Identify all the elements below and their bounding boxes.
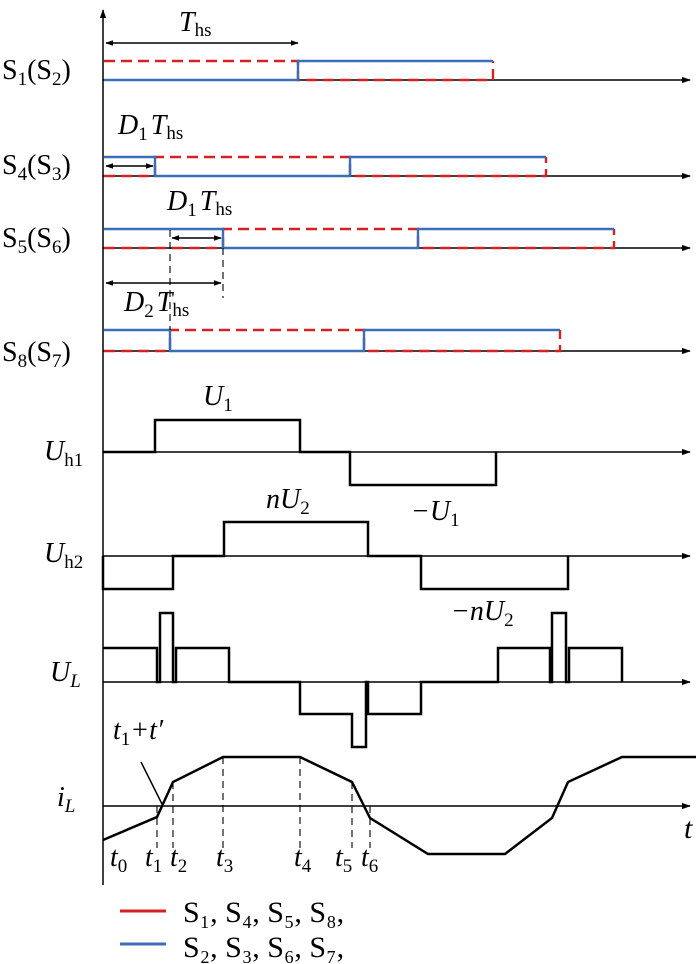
s8s7-signals [104,328,562,353]
s4s3-signals [104,155,548,178]
row-label-s8s7: S8(S7) [2,337,71,372]
row-label-il: iL [57,782,75,817]
s4s3-red-signal [104,155,548,178]
row-label-s5s6: S5(S6) [2,223,71,258]
s5s6-blue-signal [104,227,614,250]
s8s7-red-signal [104,328,562,353]
annotation-neg-u1: −U1 [411,496,460,531]
tick-t2: t2 [170,842,187,877]
row-label-s1s2: S1(S2) [2,55,71,90]
row-label-uh1: Uh1 [44,436,83,471]
timing-guides [156,230,371,848]
tick-t1: t1 [145,842,162,877]
tick-t5: t5 [335,842,352,877]
legend-red-text: S₁, S₄, S₅, S₈, [183,896,344,929]
time-tick-labels: t0 t1 t2 t3 t4 t5 t6 [110,842,378,877]
row-label-uh2: Uh2 [44,538,83,573]
annotation-nu2: nU2 [266,484,310,519]
s8s7-blue-signal [104,328,560,353]
tick-t3: t3 [216,842,233,877]
row-label-s4s3: S4(S3) [2,150,71,185]
s1s2-blue-signal [104,59,493,82]
row-label-ul: UL [50,657,81,692]
annotation-u1: U1 [203,381,233,416]
time-axis-label: t [684,812,693,845]
tick-t0: t0 [110,842,127,877]
annotation-neg-nu2: −nU2 [451,596,514,631]
legend: S₁, S₄, S₅, S₈, S₂, S₃, S₆, S₇, [120,896,344,964]
uh1-waveform [103,418,498,487]
t1-plus-leader-line [140,761,164,807]
ul-waveform [103,611,624,749]
tick-t4: t4 [294,842,312,877]
annotation-t1-plus-t-prime: t1+t′ [113,715,164,750]
uh2-waveform [101,520,570,591]
s4s3-blue-signal [104,155,546,178]
tick-t6: t6 [361,842,378,877]
legend-blue-text: S₂, S₃, S₆, S₇, [183,931,344,964]
s1s2-signals [104,59,495,82]
ths-label: Ths [179,7,211,41]
